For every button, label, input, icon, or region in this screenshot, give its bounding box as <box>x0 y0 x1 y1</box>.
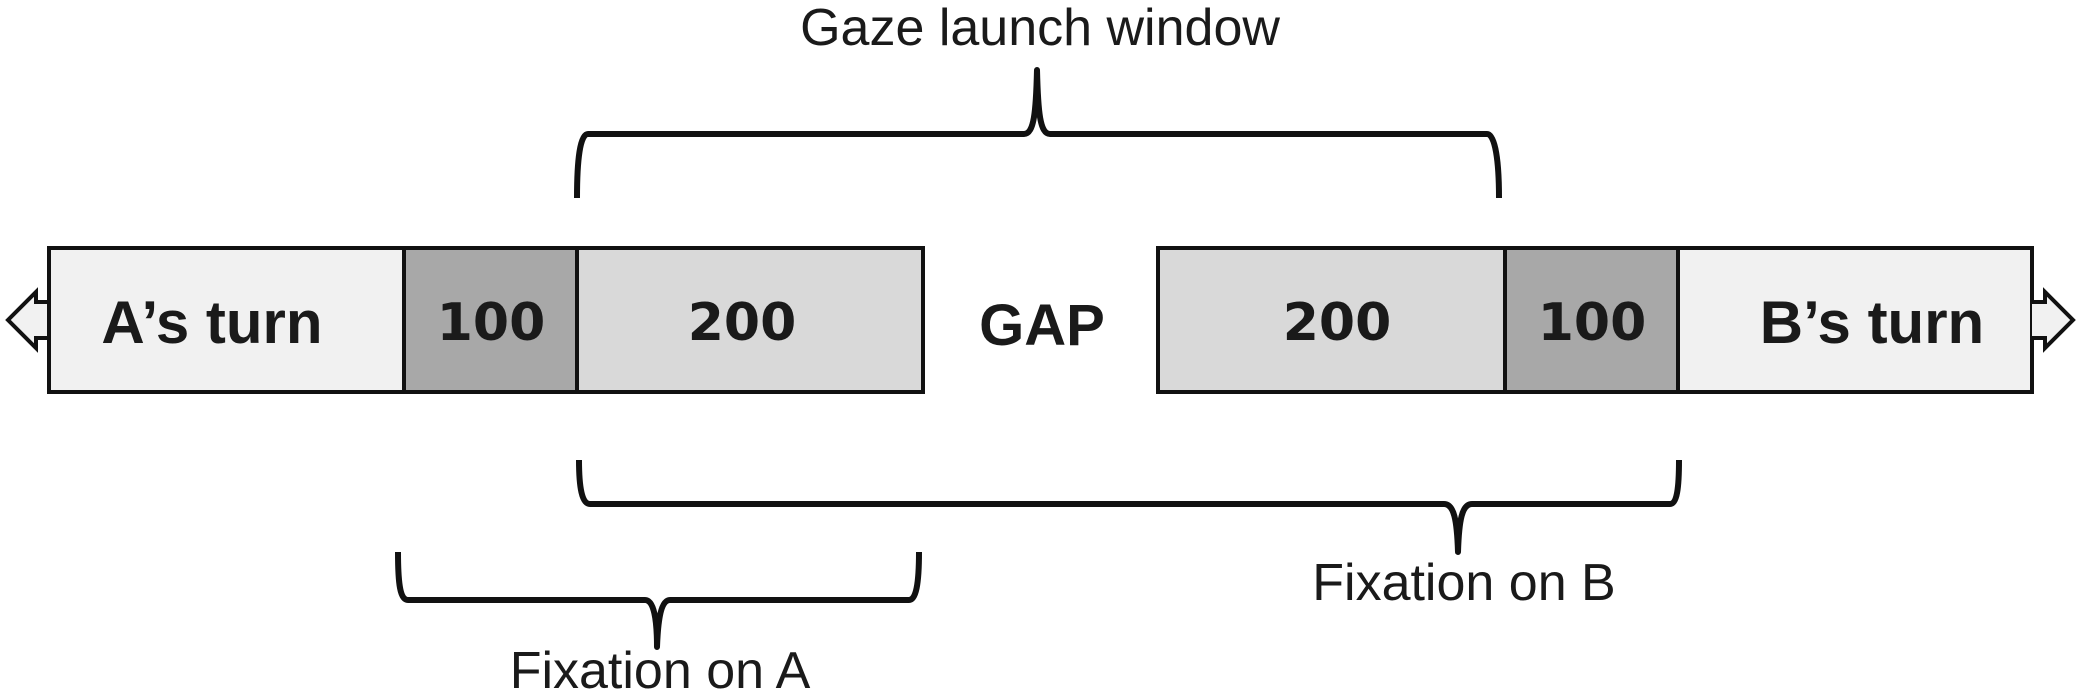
b-200-label: 200 <box>1283 293 1392 353</box>
gap-label: GAP <box>979 293 1105 358</box>
fixation-on-b-label: Fixation on B <box>1312 554 1616 612</box>
b-turn-label: B’s turn <box>1760 289 1984 356</box>
fixation-on-b-brace: Fixation on B <box>576 459 1682 612</box>
b-100-box <box>1503 246 1680 394</box>
b-100-label: 100 <box>1538 293 1647 353</box>
fixation-on-a-label: Fixation on A <box>510 642 811 695</box>
timeline-b: 200 100 B’s turn <box>1156 246 2076 394</box>
bottom-brace-icon <box>395 551 922 650</box>
a-200-label: 200 <box>688 293 797 353</box>
a-200-box <box>575 246 925 394</box>
timeline-a: A’s turn 100 200 <box>5 246 925 394</box>
a-turn-label: A’s turn <box>101 289 322 356</box>
top-brace-icon <box>574 67 1502 199</box>
middle-brace-icon <box>576 459 1682 555</box>
fixation-on-a-brace: Fixation on A <box>395 551 922 695</box>
left-arrow-icon <box>5 248 51 392</box>
gaze-launch-window-brace: Gaze launch window <box>574 0 1502 199</box>
right-arrow-icon <box>2030 248 2076 392</box>
a-turn-box <box>47 246 406 394</box>
a-100-label: 100 <box>437 293 546 353</box>
gaze-launch-window-label: Gaze launch window <box>800 0 1280 57</box>
b-turn-box <box>1676 246 2034 394</box>
a-100-box <box>402 246 579 394</box>
